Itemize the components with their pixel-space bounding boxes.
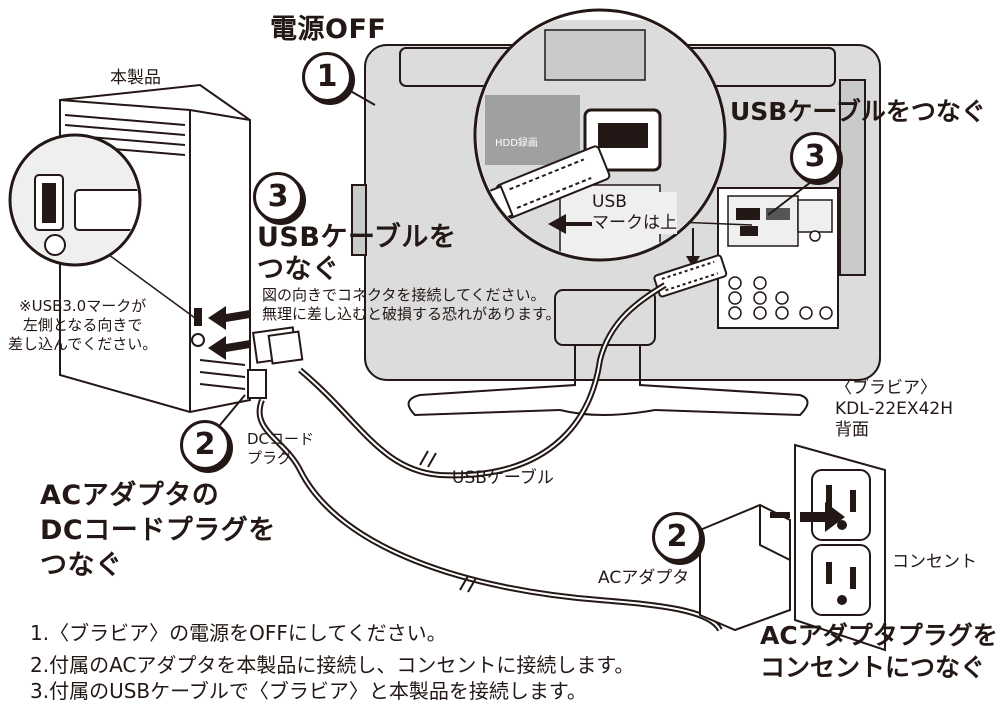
diagram-illustration — [8, 8, 886, 652]
outlet-label: コンセント — [892, 552, 977, 572]
step3-badge-tv: 3 — [790, 132, 840, 182]
step3-badge-left: 3 — [253, 172, 303, 222]
hdd-label: HDD録画 — [495, 138, 538, 149]
power-off-heading: 電源OFF — [270, 14, 387, 45]
usb30-note: ※USB3.0マークが 左側となる向きで 差し込んでください。 — [8, 297, 158, 353]
cables — [256, 282, 723, 632]
step1-badge: 1 — [302, 52, 352, 102]
ac-plug-heading: ACアダプタプラグを コンセントにつなぐ — [760, 621, 998, 682]
product-label: 本製品 — [110, 68, 161, 88]
instruction-2: 2.付属のACアダプタを本製品に接続し、コンセントに接続します。 — [30, 653, 635, 677]
usb-cable-label: USBケーブル — [452, 468, 554, 488]
usb-mark-up-note: USB マークは上 — [592, 192, 677, 234]
connector-note: 図の向きでコネクタを接続してください。 無理に差し込むと破損する恐れがあります。 — [262, 286, 561, 323]
ac-adapter-label: ACアダプタ — [598, 568, 690, 588]
usb-connect-tv-heading: USBケーブルをつなぐ — [730, 97, 986, 126]
product-device — [8, 83, 251, 414]
instruction-1: 1.〈ブラビア〉の電源をOFFにしてください。 — [30, 621, 447, 645]
outlet-and-adapter — [699, 443, 886, 652]
step2-badge-left: 2 — [180, 420, 230, 470]
step2-badge-adapter: 2 — [652, 512, 702, 562]
step2-heading: ACアダプタの DCコードプラグを つなぐ — [40, 480, 276, 581]
product-plugs — [208, 306, 304, 399]
tv-model-label: 〈ブラビア〉 KDL-22EX42H 背面 — [835, 378, 953, 440]
instruction-3: 3.付属のUSBケーブルで〈ブラビア〉と本製品を接続します。 — [30, 679, 587, 703]
dc-cord-plug-label: DCコード プラグ — [247, 430, 315, 467]
step3-heading: USBケーブルを つなぐ — [257, 222, 457, 285]
